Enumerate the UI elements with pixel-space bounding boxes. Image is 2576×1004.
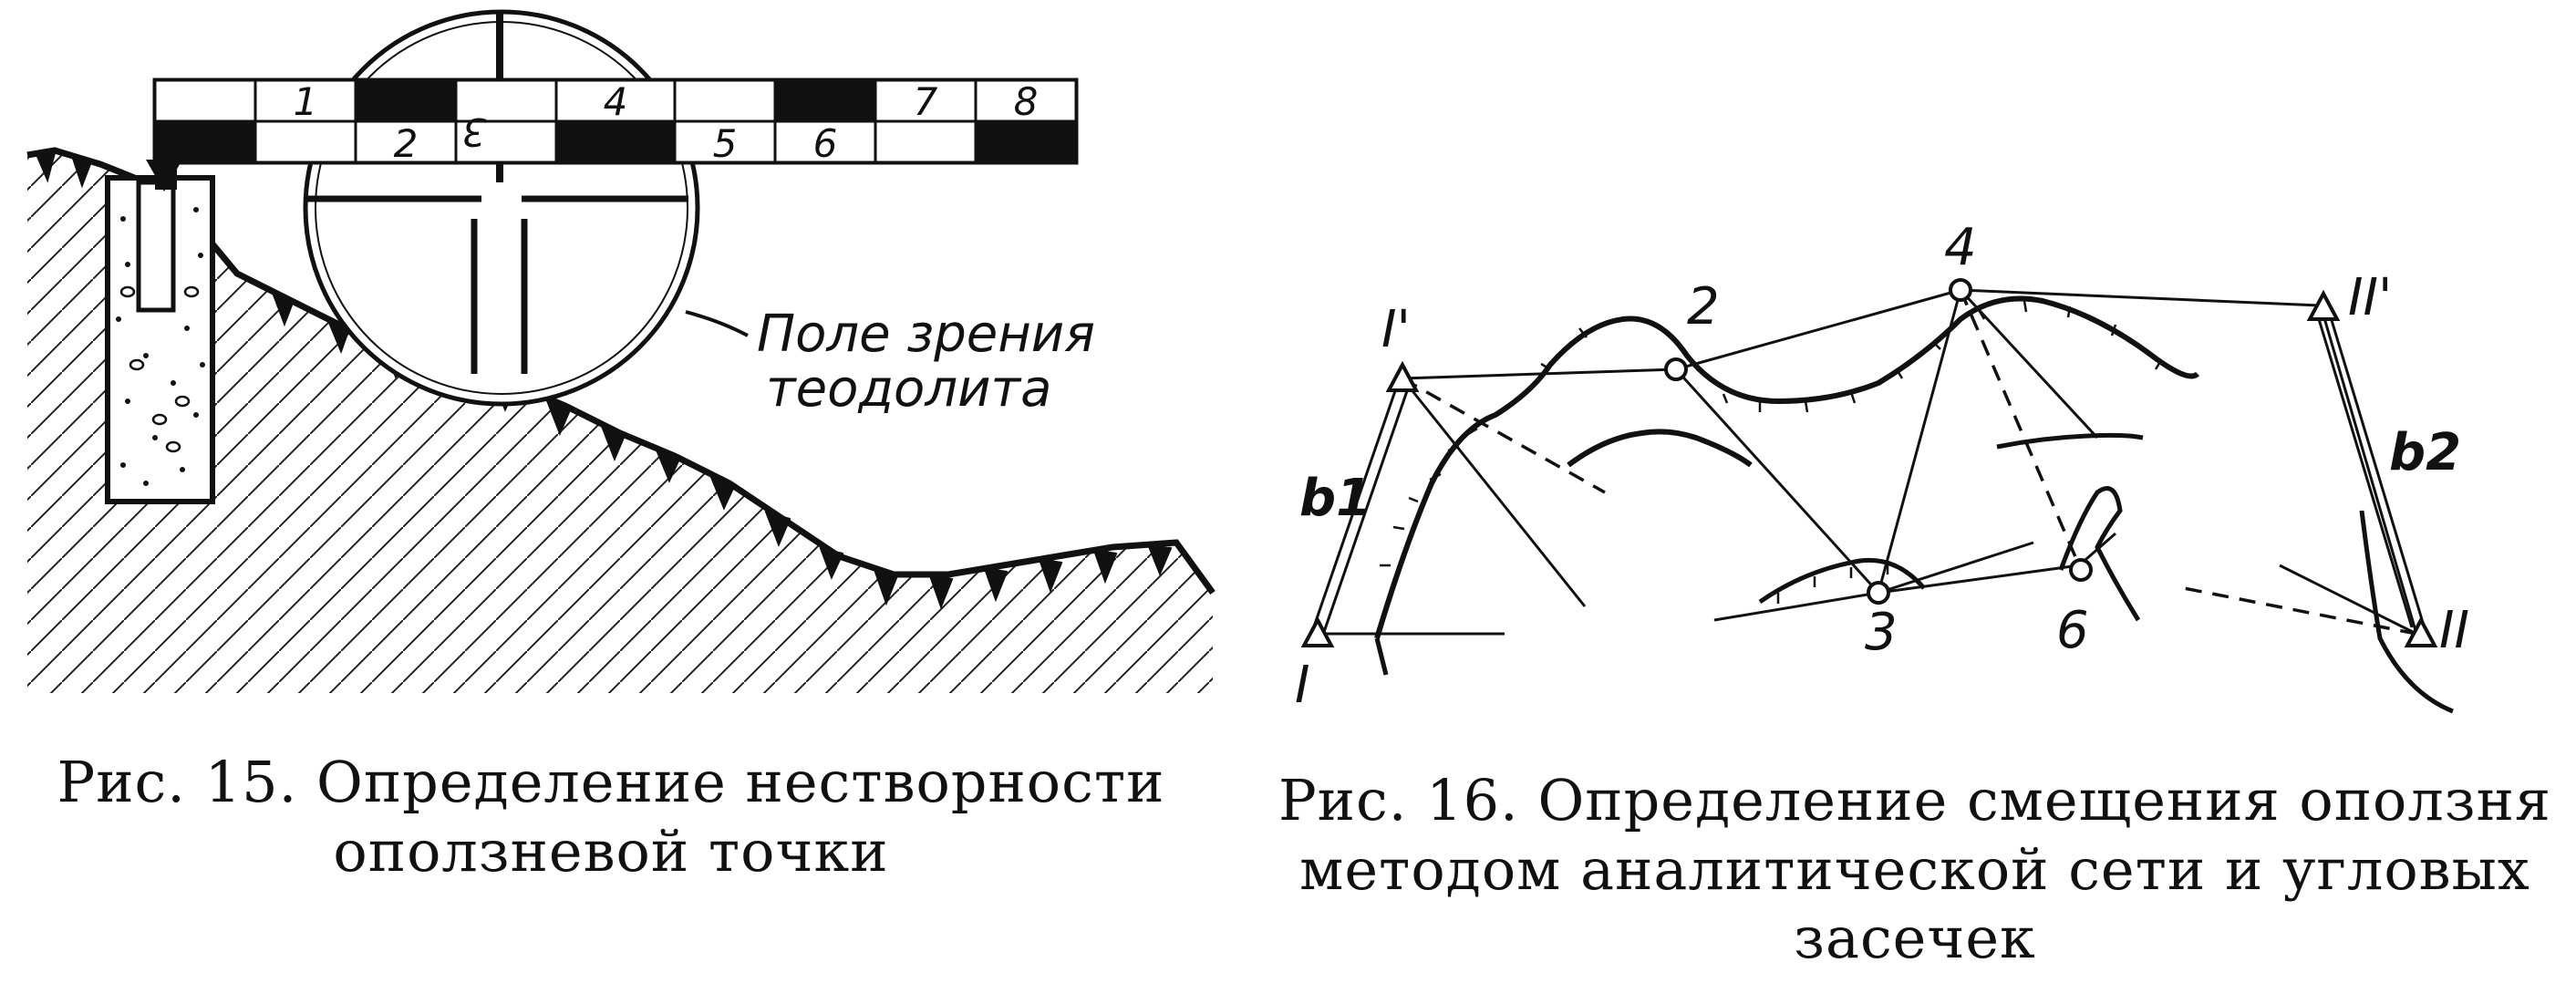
landslide-contour-left-lower <box>1374 637 1389 676</box>
annotation-line1: Поле зрения <box>757 305 1095 364</box>
station-triangle-I-prime <box>1385 360 1420 392</box>
baseline-b1 <box>1311 382 1411 633</box>
figure-16-caption-line1: Рис. 16. Определение смещения оползня <box>1278 767 2552 833</box>
scale-label-3: 3 <box>462 109 487 154</box>
measuring-scale: 1 2 3 4 5 6 7 8 <box>152 78 1079 166</box>
dashed-sight-lines <box>1402 289 2417 636</box>
figure-16-caption-line3: засечек <box>1794 905 2036 972</box>
scale-pointer <box>146 160 182 191</box>
landslide-contour-right <box>1996 432 2144 450</box>
point-6-marker <box>2069 558 2093 582</box>
scale-label-1: 1 <box>294 79 318 124</box>
figure-15-caption-line2: оползневой точки <box>333 817 889 885</box>
point-2-marker <box>1664 357 1688 381</box>
figure-16-caption-line2: методом аналитической сети и угловых <box>1299 835 2530 903</box>
scale-label-5: 5 <box>713 121 738 166</box>
label-point-4: 4 <box>1944 218 1977 277</box>
station-triangle-II <box>2404 616 2438 647</box>
contour-ticks <box>1380 300 2163 604</box>
concrete-monument <box>105 175 215 504</box>
annotation-line2: теодолита <box>766 359 1051 419</box>
figure-16 <box>1300 278 2454 714</box>
scale-label-2: 2 <box>394 121 419 166</box>
scale-label-6: 6 <box>813 121 838 166</box>
point-4-marker <box>1949 278 1972 302</box>
landslide-contour-main <box>1374 295 2200 639</box>
ground-teeth <box>35 150 1173 610</box>
figure-15-caption-line1: Рис. 15. Определение нестворности <box>57 749 1165 815</box>
figure-15: 1 2 3 4 5 6 7 8 Поле зрения теодолита <box>26 9 1216 693</box>
label-station-II-prime: II' <box>2348 268 2392 327</box>
label-station-II: II <box>2439 601 2469 660</box>
label-base-b1: b1 <box>1299 469 1371 528</box>
figure-15-caption: Рис. 15. Определение нестворности оползн… <box>18 748 1204 885</box>
figure-16-caption: Рис. 16. Определение смещения оползня ме… <box>1267 766 2562 973</box>
figure-16-labels: I' I II' II b1 b2 2 4 3 6 <box>1295 218 2469 715</box>
label-station-I: I <box>1295 656 1310 715</box>
point-3-marker <box>1867 581 1890 605</box>
scale-label-4: 4 <box>604 79 628 124</box>
baseline-b2 <box>2314 307 2426 628</box>
label-point-3: 3 <box>1865 603 1898 662</box>
landslide-contour-right-edge <box>2359 510 2454 714</box>
label-point-2: 2 <box>1687 277 1720 336</box>
label-point-6: 6 <box>2056 601 2089 660</box>
landslide-contour-inner <box>1567 429 1753 468</box>
station-triangle-I <box>1300 616 1335 647</box>
label-station-I-prime: I' <box>1381 300 1411 359</box>
scale-label-8: 8 <box>1014 79 1039 124</box>
label-base-b2: b2 <box>2389 423 2461 482</box>
landslide-contour-lower <box>1758 557 1926 605</box>
annotation-leader <box>685 310 749 337</box>
station-triangle-II-prime <box>2306 289 2341 321</box>
scale-label-7: 7 <box>914 79 938 124</box>
landslide-contour-knob <box>2058 486 2141 622</box>
triangulation-network <box>1318 288 2418 636</box>
